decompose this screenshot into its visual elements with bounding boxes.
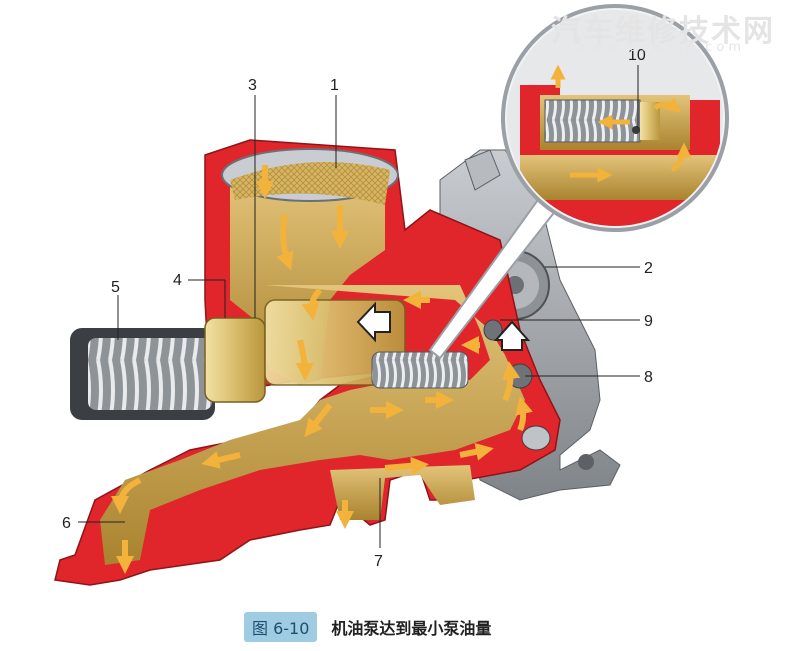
oil-flow-arrows [111,165,533,574]
control-spring [70,328,215,420]
leader-lines [78,65,640,548]
label-10: 10 [628,47,646,64]
callout-numbers: 1 3 4 5 2 9 8 6 7 10 [62,47,653,570]
label-2: 2 [644,260,653,277]
label-6: 6 [62,515,71,532]
figure-title: 机油泵达到最小泵油量 [331,619,492,638]
filter-screen [221,148,399,205]
pressure-arrows [356,301,531,351]
figure-number: 图 6-10 [244,612,318,642]
label-4: 4 [173,272,182,289]
label-7: 7 [374,553,383,570]
label-5: 5 [111,279,120,296]
label-1: 1 [330,77,339,94]
label-3: 3 [248,77,257,94]
valve-spring [371,351,469,389]
figure-caption: 图 6-10 机油泵达到最小泵油量 [244,612,492,642]
watermark: 汽车维修技术网 [551,14,775,49]
detail-magnifier [428,4,729,360]
label-8: 8 [644,369,653,386]
watermark-url: www.qcwxjs.com [578,40,745,55]
label-9: 9 [644,313,653,330]
